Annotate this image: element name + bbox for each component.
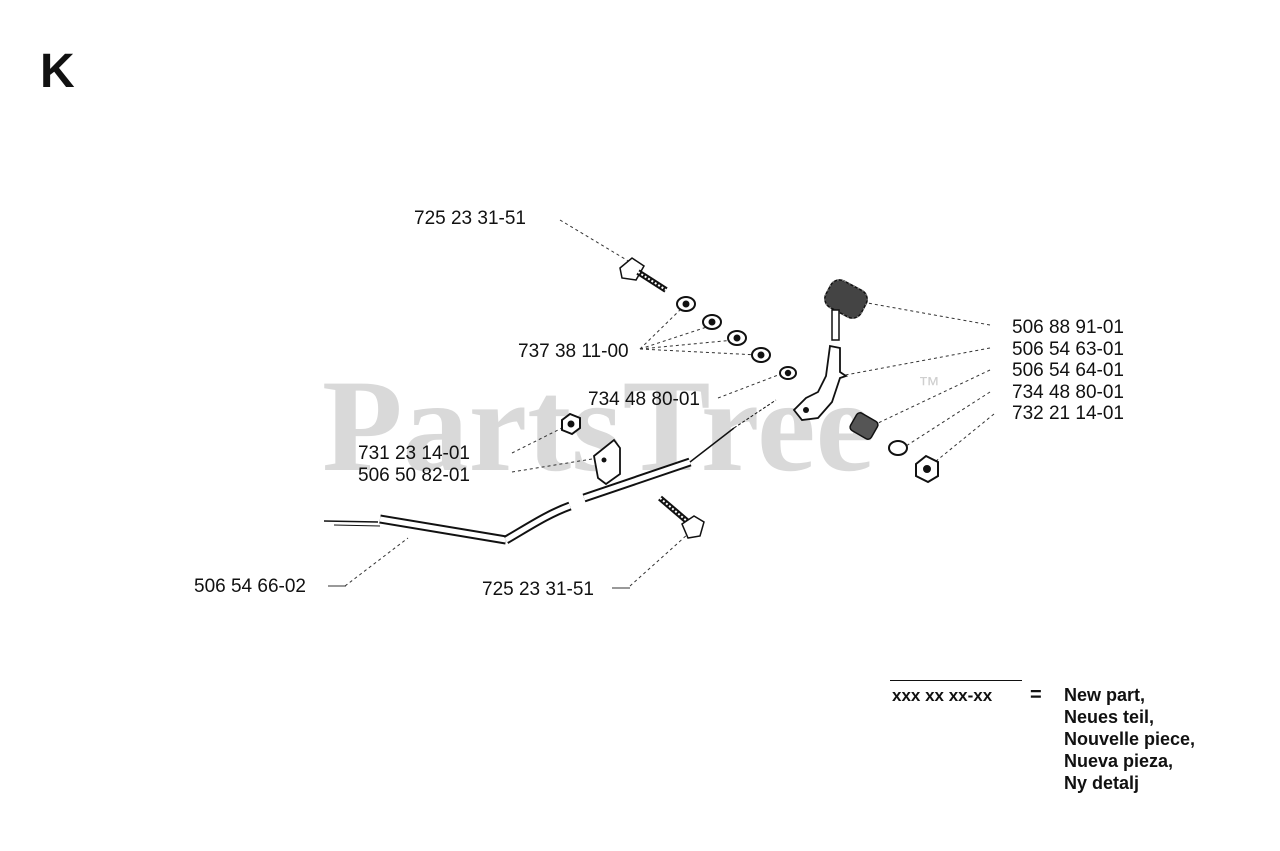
part-number-lever[interactable]: 506 54 63-01 (1012, 339, 1124, 360)
legend-label: Nueva pieza, (1064, 751, 1174, 771)
clamp-part (593, 438, 621, 486)
part-number-washer-mid[interactable]: 734 48 80-01 (588, 389, 700, 410)
legend-equals: = (1030, 684, 1042, 706)
part-number-nut-right[interactable]: 732 21 14-01 (1012, 403, 1124, 424)
part-number-bolt-bottom[interactable]: 725 23 31-51 (482, 579, 594, 600)
leader-lines (344, 219, 995, 587)
legend-overline (890, 680, 1022, 681)
legend-label: Neues teil, (1064, 707, 1155, 727)
bushing-part (849, 412, 879, 440)
legend-labels: New part, Neues teil, Nouvelle piece, Nu… (1064, 684, 1195, 794)
legend-label: New part, (1064, 685, 1146, 705)
watermark-trademark: ™ (918, 372, 940, 397)
legend-label: Nouvelle piece, (1064, 729, 1196, 749)
bolt-bottom-part (658, 495, 705, 539)
part-number-bushing[interactable]: 506 54 64-01 (1012, 360, 1124, 381)
knob-part (824, 279, 868, 341)
right-hardware-part (888, 440, 939, 484)
part-number-washer-right[interactable]: 734 48 80-01 (1012, 382, 1124, 403)
part-number-cable[interactable]: 506 54 66-02 (194, 576, 306, 597)
lever-part (792, 344, 849, 421)
part-number-bolt-top[interactable]: 725 23 31-51 (414, 208, 526, 229)
legend-code: xxx xx xx-xx (892, 686, 993, 705)
part-number-washers[interactable]: 737 38 11-00 (518, 341, 629, 362)
part-number-clamp[interactable]: 506 50 82-01 (358, 465, 470, 486)
section-letter: K (40, 45, 75, 98)
part-number-nut-left[interactable]: 731 23 14-01 (358, 443, 470, 464)
legend-label: Ny detalj (1064, 773, 1140, 793)
bolt-top-part (619, 257, 668, 293)
cable-part (323, 399, 777, 545)
new-part-legend: xxx xx xx-xx = New part, Neues teil, Nou… (888, 676, 1248, 806)
washers-part (676, 296, 797, 380)
left-nut-part (561, 412, 581, 436)
part-number-knob[interactable]: 506 88 91-01 (1012, 317, 1124, 338)
